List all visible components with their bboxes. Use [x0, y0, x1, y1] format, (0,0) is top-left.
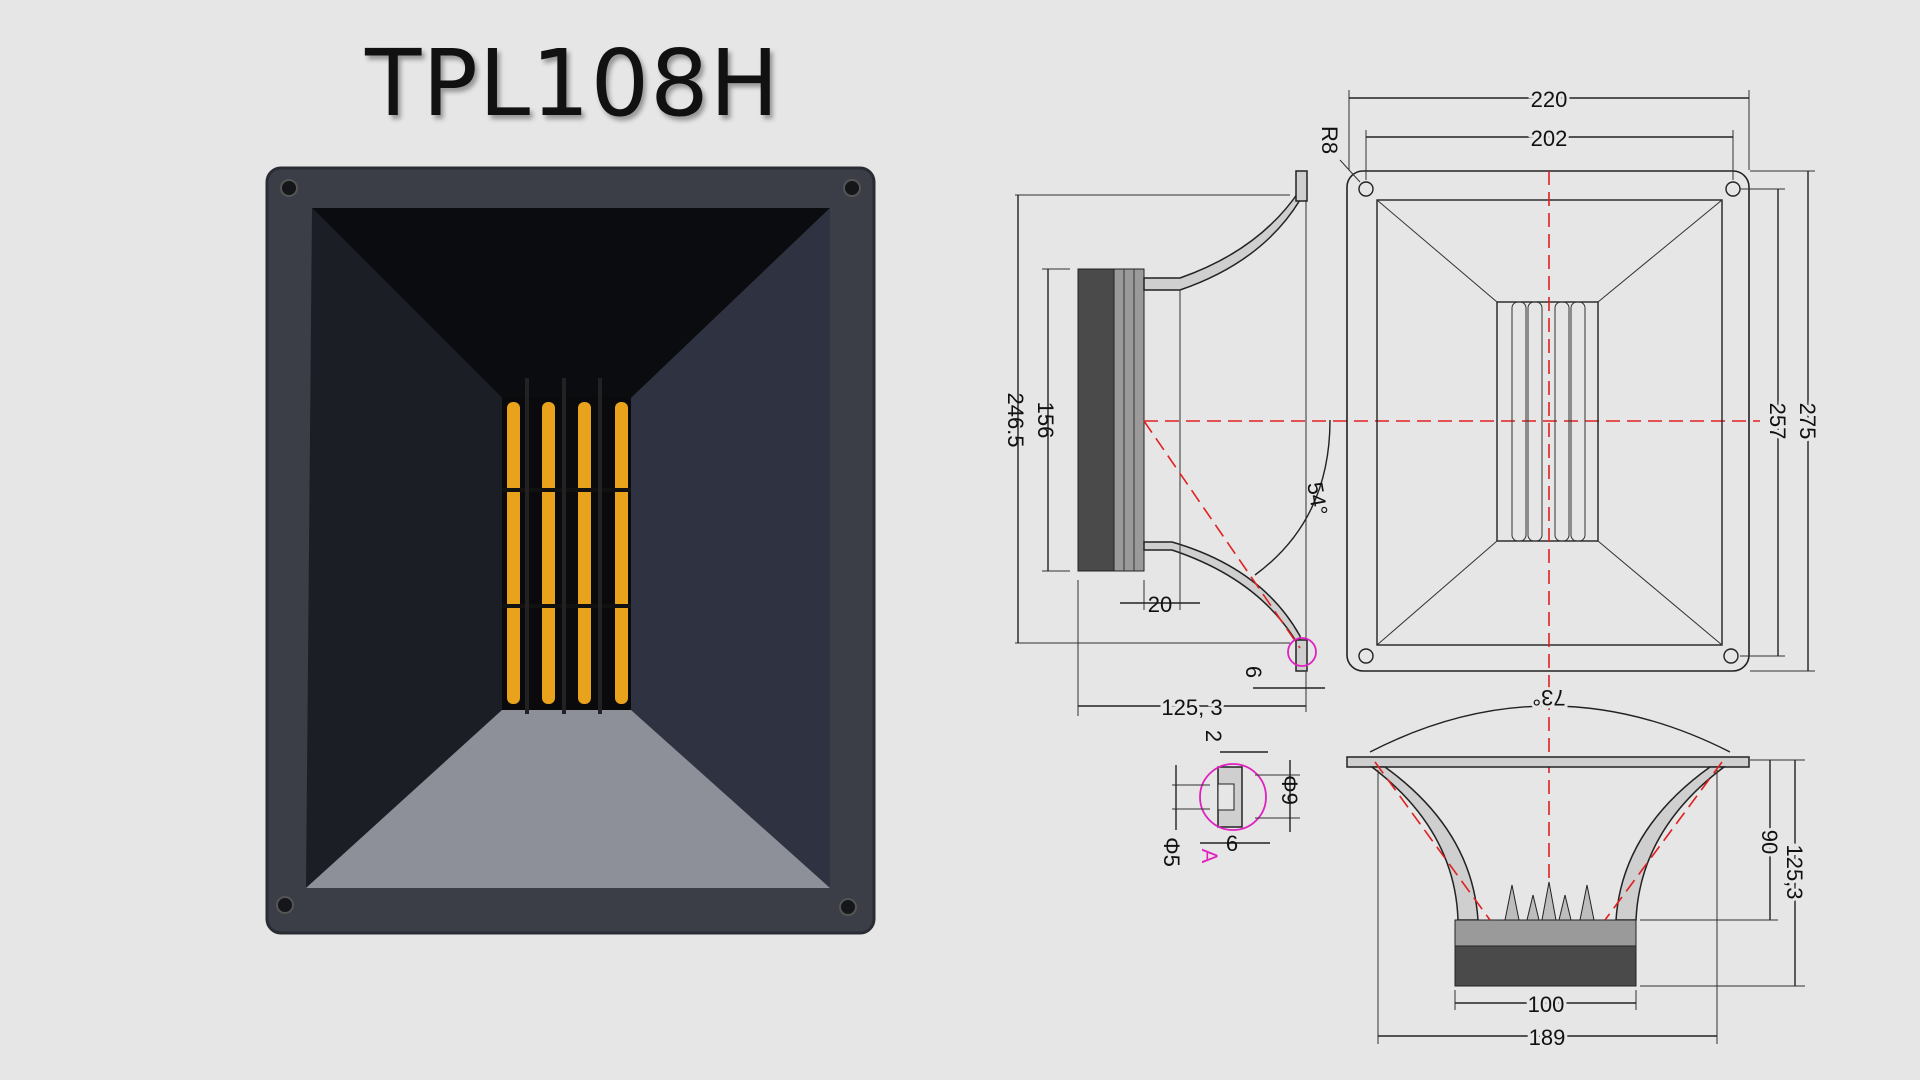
dim-bottom-horn-height: 90	[1757, 830, 1782, 854]
dim-width-holes: 202	[1531, 126, 1568, 151]
mounting-holes	[276, 179, 861, 916]
dim-horn-offset: 20	[1148, 592, 1172, 617]
throat	[502, 398, 631, 710]
horn-left-face	[306, 208, 502, 888]
dim-detail-outer-dia: Φ9	[1277, 775, 1302, 805]
detail-a: 2 Φ9 Φ5 6 A	[1159, 730, 1302, 867]
dim-width-outer: 220	[1531, 87, 1568, 112]
horn-right-face	[631, 208, 830, 888]
detail-a-label: A	[1197, 849, 1222, 864]
product-photo	[265, 166, 876, 935]
dim-flange-thickness: 6	[1241, 666, 1266, 678]
side-view: 246.5 156 54° 20 6 125, 3	[1003, 170, 1760, 723]
ribbon-elements	[502, 378, 631, 714]
dim-corner-radius: R8	[1317, 126, 1342, 154]
dim-side-height: 246.5	[1003, 392, 1028, 447]
product-title: TPL108H	[365, 30, 780, 137]
dim-bottom-depth: 125,3	[1782, 844, 1807, 899]
dim-side-angle: 54°	[1302, 480, 1332, 517]
dim-bottom-angle: 73°	[1532, 685, 1565, 710]
dim-detail-depth: 6	[1226, 831, 1238, 856]
dim-body-width: 100	[1528, 992, 1565, 1017]
dim-body-height: 156	[1033, 402, 1058, 439]
dim-bottom-width: 189	[1529, 1025, 1566, 1050]
bottom-view: 73° 90 125,3 100 189	[1346, 682, 1810, 1053]
horn-bottom-face	[306, 710, 830, 888]
horn-top-face	[312, 208, 830, 398]
dim-detail-step: 2	[1201, 730, 1226, 742]
front-view: 220 202 R8 275 257	[1317, 84, 1823, 920]
dim-height-holes: 257	[1765, 403, 1790, 440]
dim-height-outer: 275	[1795, 403, 1820, 440]
dim-side-depth: 125, 3	[1161, 695, 1222, 720]
dim-detail-inner-dia: Φ5	[1159, 837, 1184, 867]
